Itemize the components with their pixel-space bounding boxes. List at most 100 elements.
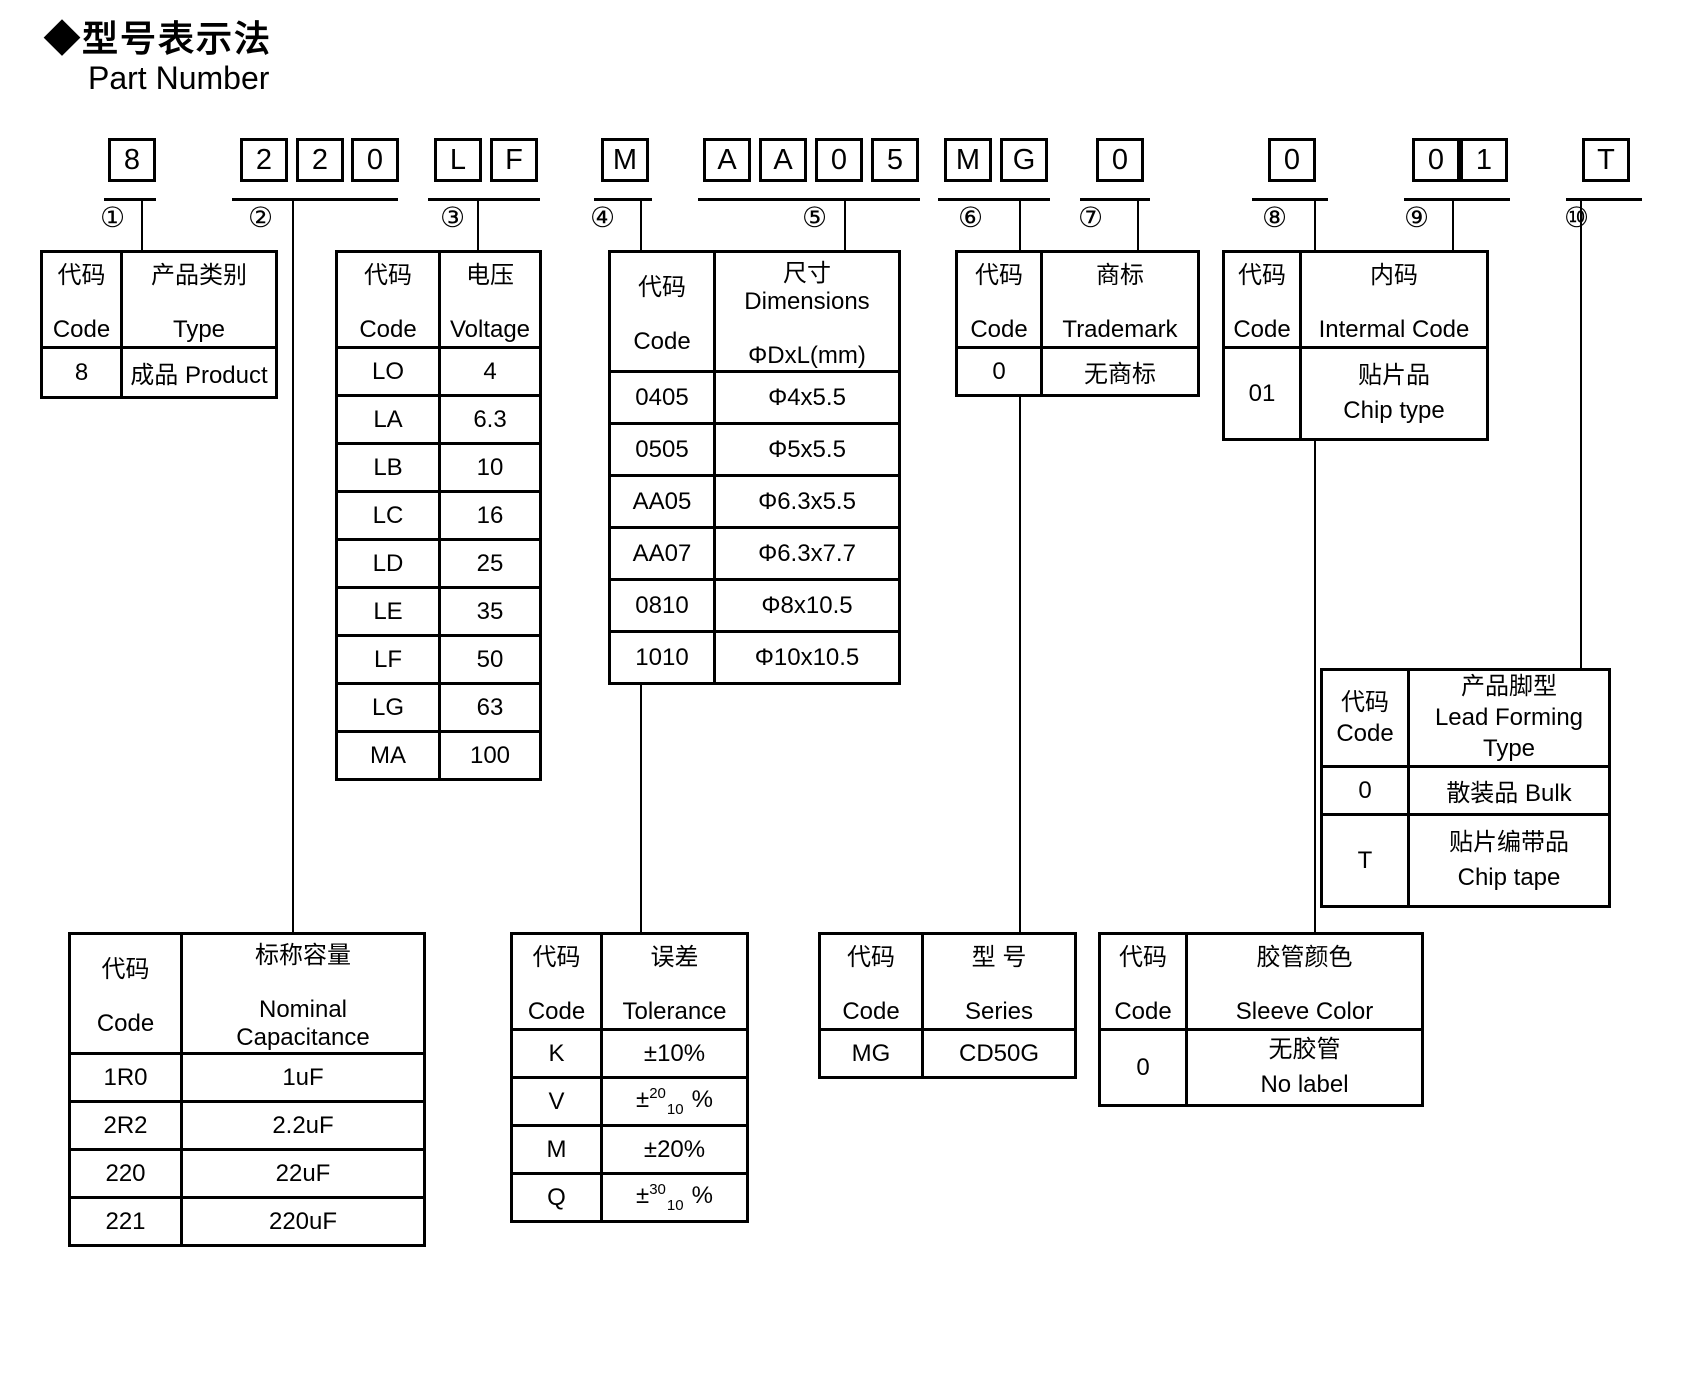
- value-cell: 100: [438, 730, 542, 781]
- column-header-value: 电压 Voltage: [438, 250, 542, 349]
- segment-marker: ⑤: [802, 202, 828, 233]
- segment-underline: [1566, 198, 1642, 201]
- segment-marker: ②: [248, 202, 274, 233]
- code-cell: 2R2: [68, 1100, 183, 1151]
- table-row: 0 散装品 Bulk: [1320, 765, 1611, 816]
- code-cell: 1010: [608, 630, 716, 685]
- header-label-en: Voltage: [449, 316, 531, 343]
- connector-line: [1019, 201, 1021, 932]
- header-label-en: Lead Forming: [1434, 704, 1584, 731]
- code-cell: AA05: [608, 474, 716, 529]
- code-cell: 0: [955, 346, 1043, 397]
- segment-underline: [1080, 198, 1150, 201]
- value-cell: 2.2uF: [180, 1100, 426, 1151]
- part-number-box: 0: [815, 138, 863, 182]
- value-cell: Φ8x10.5: [713, 578, 901, 633]
- column-header-value: 产品类别 Type: [120, 250, 278, 349]
- code-cell: 0: [1098, 1028, 1188, 1107]
- header-label-zh: 代码: [101, 956, 150, 983]
- part-number-box: G: [1000, 138, 1048, 182]
- connector-line: [292, 201, 294, 932]
- value-cell: ±20%: [600, 1124, 749, 1175]
- value-cell: 4: [438, 346, 542, 397]
- header-label-en: Code: [1114, 998, 1172, 1025]
- value-line-en: Chip type: [1343, 396, 1445, 424]
- code-cell: LB: [335, 442, 441, 493]
- value-cell: ±10%: [600, 1028, 749, 1079]
- value-cell: Φ5x5.5: [713, 422, 901, 477]
- connector-line: [1314, 201, 1316, 932]
- segment-marker: ⑥: [958, 202, 984, 233]
- table-sleeve-color: 代码 Code 胶管颜色 Sleeve Color 0 无胶管 No label: [1098, 932, 1424, 1107]
- header-label-zh: 代码: [364, 262, 412, 289]
- code-cell: LD: [335, 538, 441, 589]
- header-label-en: Code: [970, 316, 1028, 343]
- code-cell: 0810: [608, 578, 716, 633]
- value-cell: 22uF: [180, 1148, 426, 1199]
- value-line-en: Chip tape: [1457, 863, 1561, 891]
- header-label-en: Intermal Code: [1318, 316, 1470, 343]
- value-cell: 贴片编带品 Chip tape: [1407, 813, 1611, 908]
- value-cell: 散装品 Bulk: [1407, 765, 1611, 816]
- value-line-en: No label: [1260, 1070, 1349, 1098]
- tolerance-percent: %: [691, 1086, 713, 1113]
- header-label-en: Code: [359, 316, 417, 343]
- header-label-en: Type: [1482, 735, 1536, 762]
- header-label-zh: 胶管颜色: [1256, 944, 1353, 971]
- part-number-box: 0: [1096, 138, 1144, 182]
- value-cell: 成品 Product: [120, 346, 278, 399]
- code-cell: 8: [40, 346, 123, 399]
- code-cell: MA: [335, 730, 441, 781]
- column-header-value: 商标 Trademark: [1040, 250, 1200, 349]
- code-cell: Q: [510, 1172, 603, 1223]
- table-row: V ±2010%: [510, 1076, 749, 1127]
- part-number-box: F: [490, 138, 538, 182]
- connector-line: [477, 201, 479, 250]
- header-label-zh: 代码: [975, 262, 1023, 289]
- column-header-code: 代码 Code: [1098, 932, 1188, 1031]
- column-header-code: 代码 Code: [818, 932, 924, 1031]
- header-label-zh: 标称容量: [255, 942, 351, 969]
- code-cell: LE: [335, 586, 441, 637]
- value-cell: 贴片品 Chip type: [1299, 346, 1489, 441]
- table-row: T 贴片编带品 Chip tape: [1320, 813, 1611, 908]
- table-lead-forming: 代码 Code 产品脚型 Lead Forming Type 0 散装品 Bul…: [1320, 668, 1611, 908]
- page-title: ◆型号表示法: [44, 18, 273, 59]
- segment-marker: ①: [100, 202, 126, 233]
- value-cell: Φ10x10.5: [713, 630, 901, 685]
- code-cell: AA07: [608, 526, 716, 581]
- connector-line: [141, 201, 143, 250]
- segment-marker: ⑦: [1078, 202, 1104, 233]
- header-label-en: Trademark: [1062, 316, 1178, 343]
- code-cell: 0505: [608, 422, 716, 477]
- table-product-type: 代码 Code 产品类别 Type 8 成品 Product: [40, 250, 278, 399]
- value-cell: 无商标: [1040, 346, 1200, 397]
- table-row: MG CD50G: [818, 1028, 1077, 1079]
- part-number-box: 2: [296, 138, 344, 182]
- connector-line: [1137, 201, 1139, 250]
- header-label-zh: 误差: [650, 944, 699, 971]
- table-row: 8 成品 Product: [40, 346, 278, 399]
- table-row: K ±10%: [510, 1028, 749, 1079]
- value-cell: 6.3: [438, 394, 542, 445]
- part-number-box: 1: [1460, 138, 1508, 182]
- column-header-code: 代码 Code: [335, 250, 441, 349]
- header-label-en: Code: [52, 316, 111, 343]
- segment-underline: [938, 198, 1050, 201]
- table-trademark: 代码 Code 商标 Trademark 0 无商标: [955, 250, 1200, 397]
- column-header-value: 尺寸 Dimensions ΦDxL(mm): [713, 250, 901, 373]
- table-row: M ±20%: [510, 1124, 749, 1175]
- value-cell: 1uF: [180, 1052, 426, 1103]
- table-row: Q ±3010%: [510, 1172, 749, 1223]
- value-cell: Φ4x5.5: [713, 370, 901, 425]
- tolerance-upper: 30: [649, 1181, 666, 1198]
- header-label-zh: 代码: [847, 944, 895, 971]
- header-label-en: Code: [1233, 316, 1291, 343]
